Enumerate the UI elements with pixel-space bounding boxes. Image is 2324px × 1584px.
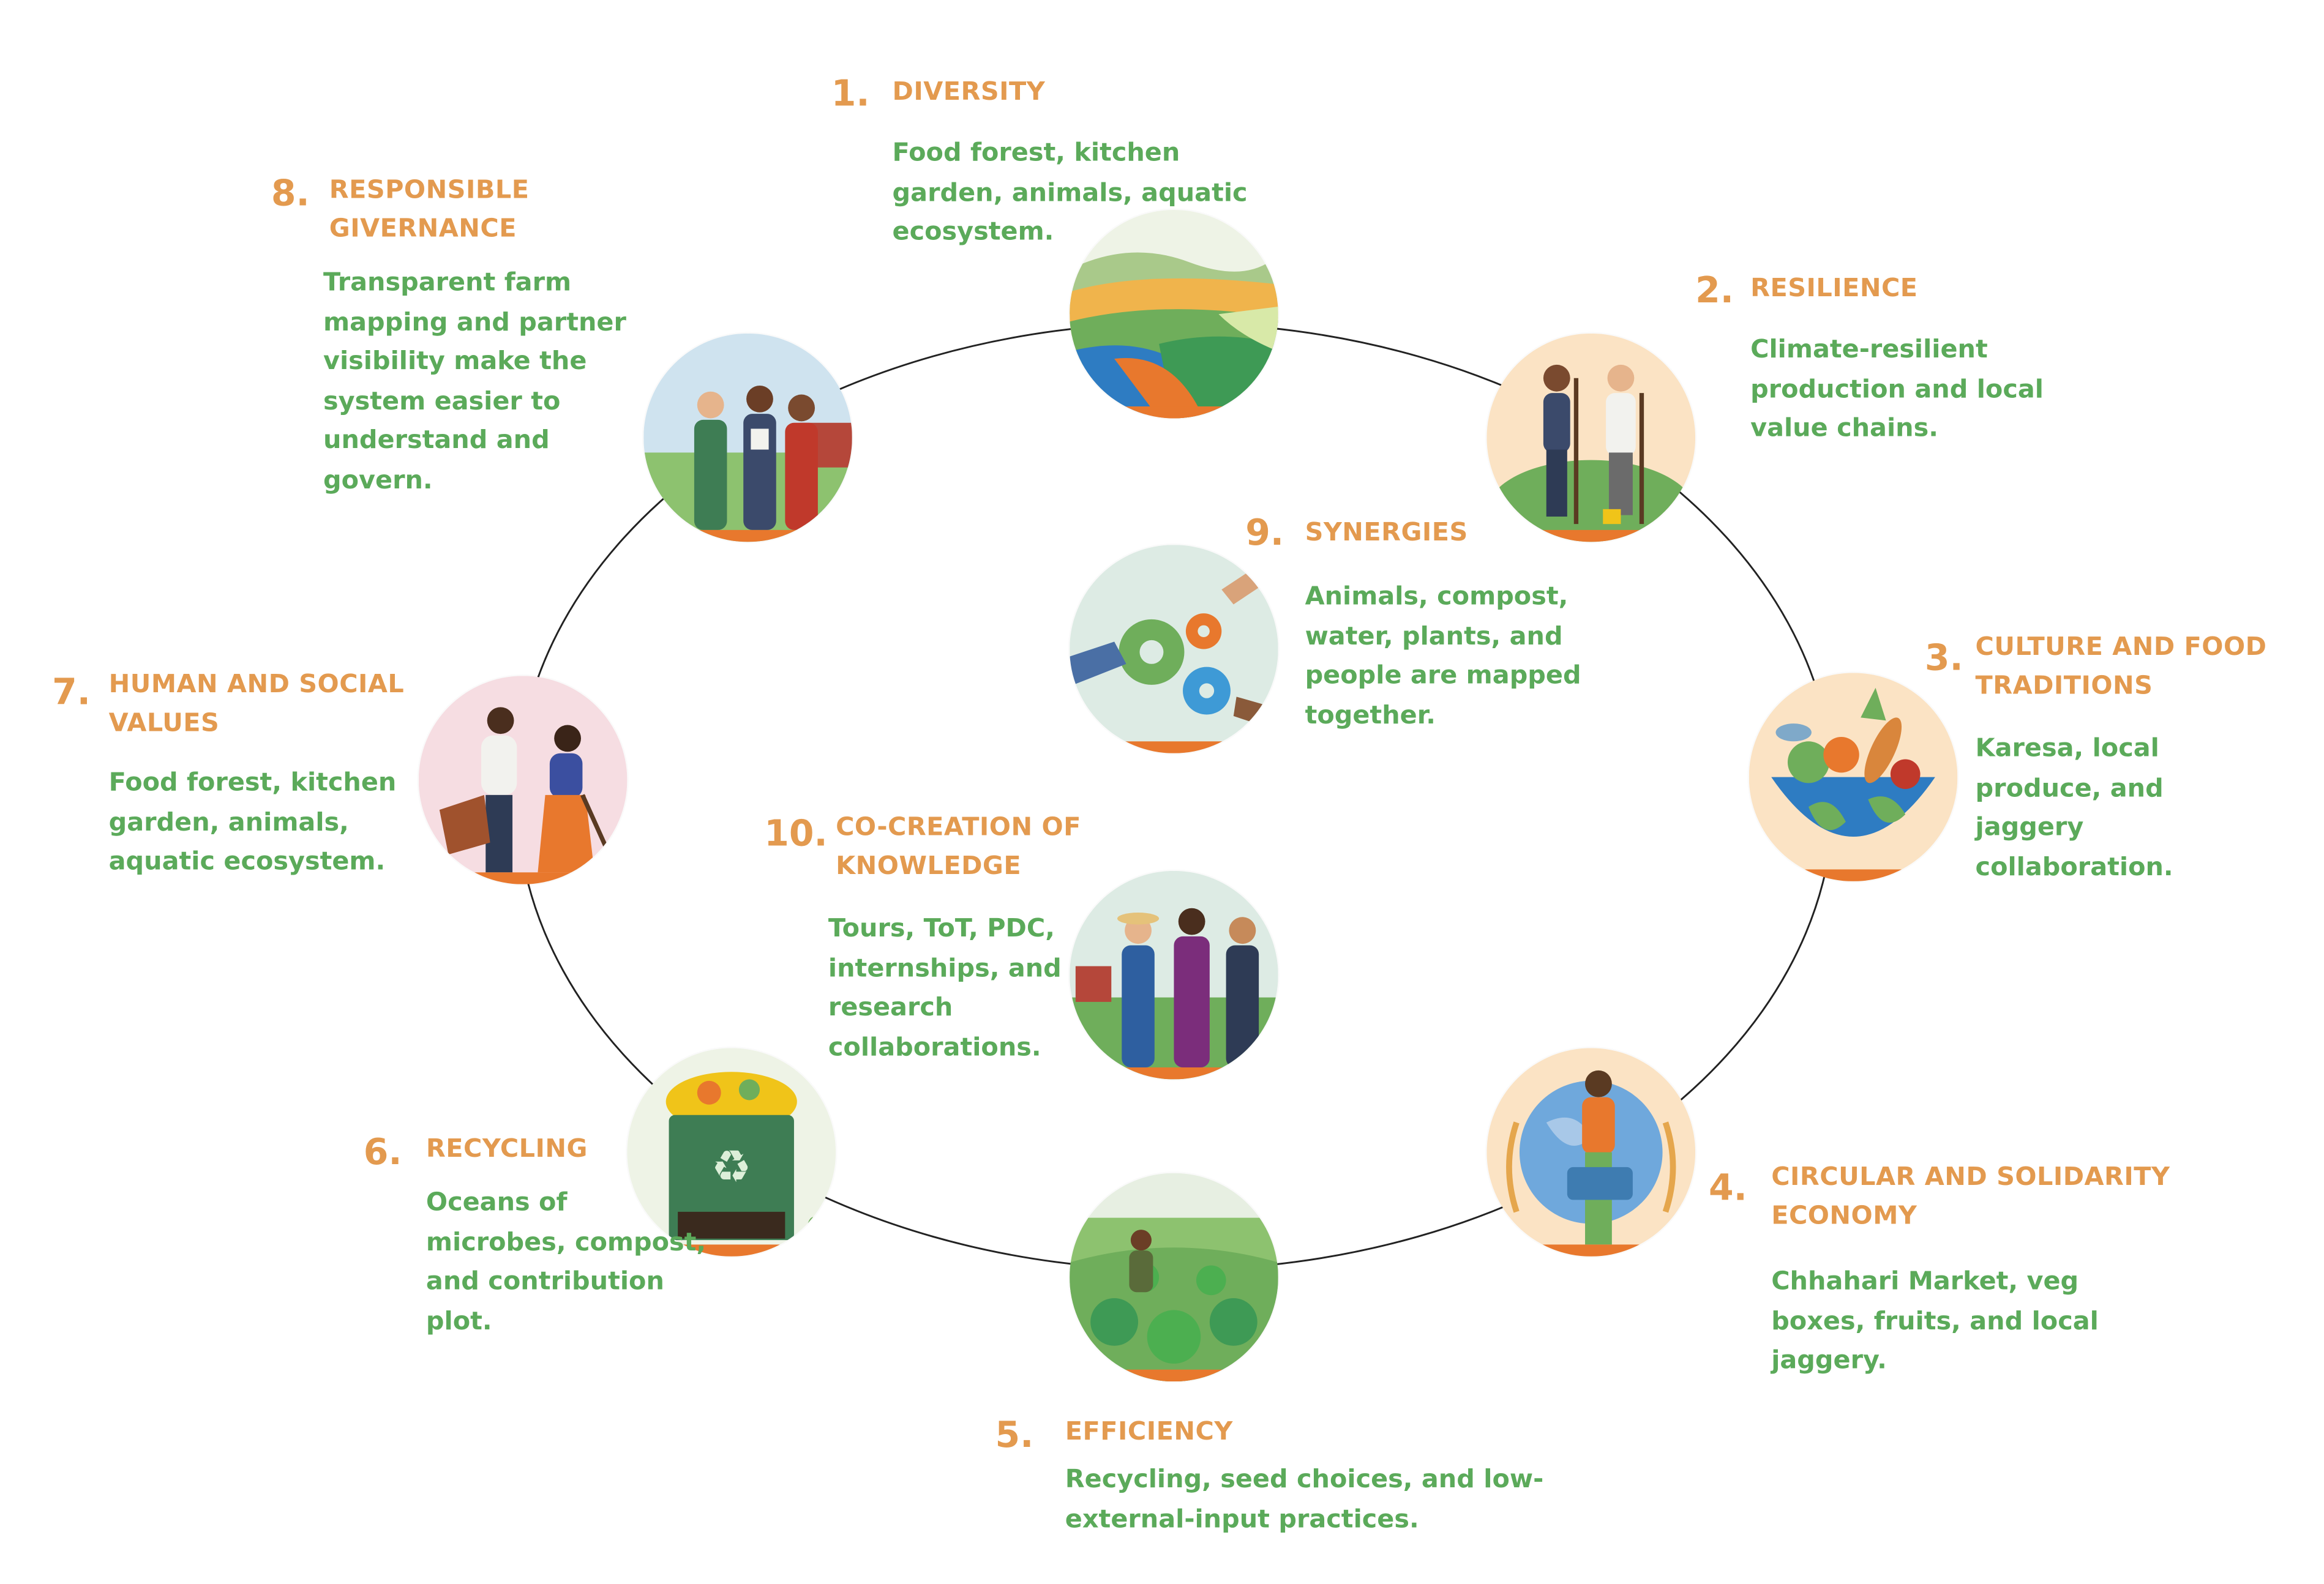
principle-7: HUMAN AND SOCIAL VALUES Food forest, kit… <box>109 665 422 882</box>
principle-7-number: 7. <box>52 671 91 714</box>
woman-with-basket-globe-icon <box>1486 1048 1696 1257</box>
principle-4-title: CIRCULAR AND SOLIDARITY ECONOMY <box>1771 1162 2170 1231</box>
people-talking-farm-icon <box>1070 870 1278 1080</box>
principle-9-title: SYNERGIES <box>1305 518 1468 548</box>
principle-9-description: Animals, compost, water, plants, and peo… <box>1305 582 1581 731</box>
principle-4: CIRCULAR AND SOLIDARITY ECONOMY Chhahari… <box>1771 1158 2218 1381</box>
principle-5-title: EFFICIENCY <box>1065 1417 1233 1448</box>
principle-7-title: HUMAN AND SOCIAL VALUES <box>108 670 405 739</box>
principle-6-description: Oceans of microbes, compost, and contrib… <box>425 1187 707 1336</box>
principle-3-title: CULTURE AND FOOD TRADITIONS <box>1975 632 2267 701</box>
principle-10-description: Tours, ToT, PDC, internships, and resear… <box>828 914 1062 1063</box>
principle-2-description: Climate-resilient production and local v… <box>1750 335 2044 444</box>
principle-1-title: DIVERSITY <box>892 77 1046 108</box>
principle-6-number: 6. <box>363 1131 402 1173</box>
principle-10-title: CO-CREATION OF KNOWLEDGE <box>836 813 1081 881</box>
principle-10: CO-CREATION OF KNOWLEDGE Tours, ToT, PDC… <box>828 809 1089 1067</box>
principle-6: RECYCLING Oceans of microbes, compost, a… <box>426 1130 724 1341</box>
principle-2-number: 2. <box>1695 269 1734 312</box>
hands-with-gears-icon <box>1070 545 1278 753</box>
principle-3-number: 3. <box>1924 637 1963 679</box>
svg-text:♻: ♻ <box>711 1141 751 1193</box>
principle-3-description: Karesa, local produce, and jaggery colla… <box>1975 734 2173 883</box>
food-globe-bowl-icon <box>1749 673 1958 881</box>
farm-stakeholders-icon <box>643 333 852 542</box>
principle-4-number: 4. <box>1708 1167 1747 1209</box>
principle-5: EFFICIENCY Recycling, seed choices, and … <box>1065 1413 1602 1539</box>
principle-8-number: 8. <box>271 173 310 215</box>
principle-8-title: RESPONSIBLE GIVERNANCE <box>329 176 530 244</box>
principle-5-description: Recycling, seed choices, and low-externa… <box>1065 1465 1544 1534</box>
principle-5-number: 5. <box>995 1414 1034 1456</box>
principle-2: RESILIENCE Climate-resilient production … <box>1750 269 2123 449</box>
principle-4-description: Chhahari Market, veg boxes, fruits, and … <box>1771 1266 2099 1376</box>
people-working-together-icon <box>418 676 628 884</box>
principle-6-title: RECYCLING <box>425 1134 588 1165</box>
principle-9: SYNERGIES Animals, compost, water, plant… <box>1305 514 1603 735</box>
principle-1: DIVERSITY Food forest, kitchen garden, a… <box>893 73 1280 252</box>
principle-1-description: Food forest, kitchen garden, animals, aq… <box>892 138 1248 247</box>
principle-8-description: Transparent farm mapping and partner vis… <box>323 267 626 495</box>
principle-1-number: 1. <box>831 73 870 115</box>
farmer-in-crop-field-icon <box>1070 1173 1278 1382</box>
principle-2-title: RESILIENCE <box>1750 274 1918 304</box>
principle-7-description: Food forest, kitchen garden, animals, aq… <box>108 768 397 877</box>
principle-3: CULTURE AND FOOD TRADITIONS Karesa, loca… <box>1976 628 2311 887</box>
principle-10-number: 10. <box>764 813 828 855</box>
farmers-with-tools-icon <box>1486 333 1696 542</box>
principle-8: RESPONSIBLE GIVERNANCE Transparent farm … <box>323 171 642 501</box>
principle-9-number: 9. <box>1245 512 1284 554</box>
